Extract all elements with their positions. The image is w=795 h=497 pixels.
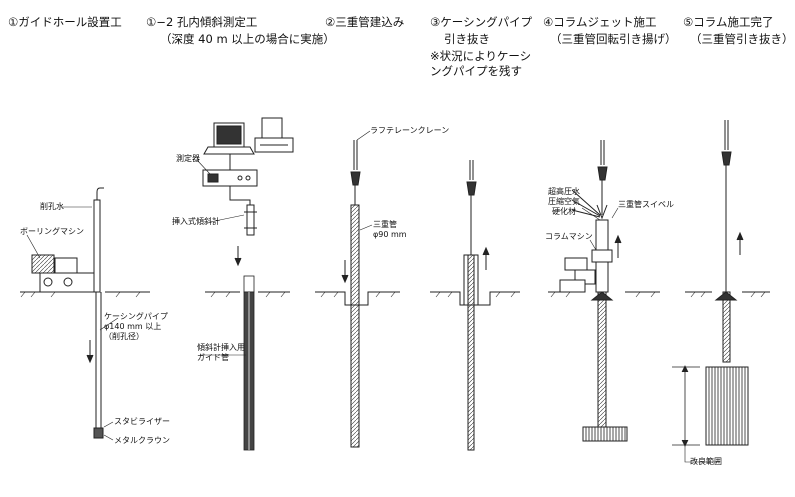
step4-crane-hook: [571, 140, 608, 220]
label-stabilizer: スタビライザー: [114, 417, 170, 426]
label-metal-crown: メタルクラウン: [114, 436, 170, 445]
label-meter: 測定器: [176, 154, 200, 163]
step1-title: ①ガイドホール設置工: [8, 15, 122, 29]
label-column-machine: コラムマシン: [545, 232, 593, 241]
step4-column-machine: [559, 219, 622, 428]
step1-2-laptop: [203, 122, 255, 155]
ground-hatch: [20, 291, 766, 298]
step3-title: ③ケーシングパイプ: [430, 15, 533, 29]
step5-title: ⑤コラム施工完了: [683, 15, 774, 29]
step1-2-printer: [254, 117, 294, 153]
step4-improved-column: [582, 426, 628, 442]
label-hardener: 硬化材: [552, 207, 576, 216]
step2-crane-hook: [350, 140, 361, 205]
label-triple-pipe: 三重管 φ90 mm: [373, 220, 407, 239]
step5-crane-hook: [714, 120, 744, 363]
step4-title: ④コラムジェット施工: [543, 15, 657, 29]
label-compressed-air: 圧縮空気: [548, 197, 580, 206]
step1-boring-machine: [31, 199, 101, 293]
step2-title: ②三重管建込み: [325, 15, 405, 29]
label-boring-machine: ボーリングマシン: [20, 227, 84, 236]
step1-2-meter: [202, 154, 258, 210]
step1-2-probe: [234, 204, 257, 267]
step5-improvement-range: [672, 365, 720, 463]
label-insert-inclinometer: 挿入式傾斜計: [172, 217, 220, 226]
label-drilling-water: 削孔水: [40, 202, 64, 211]
step1-casing-pipe: [86, 187, 104, 439]
step1-2-title: ①−2 孔内傾斜測定工: [146, 15, 258, 29]
label-ultra-high-pressure-water: 超高圧水: [548, 187, 580, 196]
label-improvement-range: 改良範囲: [690, 457, 722, 466]
label-guide-pipe: 傾斜計挿入用 ガイド管: [197, 343, 245, 362]
step5-improved-column: [705, 366, 749, 446]
step3-crane-hook: [466, 160, 477, 255]
step2-triple-pipe: [341, 204, 360, 448]
step3-pipes: [463, 246, 490, 451]
step3-subtitle: 引き抜き: [444, 32, 490, 46]
ground-lines: [20, 291, 770, 306]
step1-2-subtitle: （深度 40 m 以上の場合に実施）: [160, 32, 335, 46]
step3-note: ※状況によりケーシ ングパイプを残す: [430, 49, 532, 78]
step1-2-guide-pipe: [243, 275, 255, 451]
label-casing-pipe: ケーシングパイプ φ140 mm 以上 （削孔径）: [104, 312, 168, 341]
label-triple-swivel: 三重管スイベル: [618, 200, 674, 209]
label-crane: ラフテレーンクレーン: [370, 126, 450, 135]
step5-subtitle: （三重管引き抜き）: [690, 32, 794, 46]
step4-subtitle: （三重管回転引き揚げ）: [550, 32, 677, 46]
leader-lines: [26, 130, 619, 441]
